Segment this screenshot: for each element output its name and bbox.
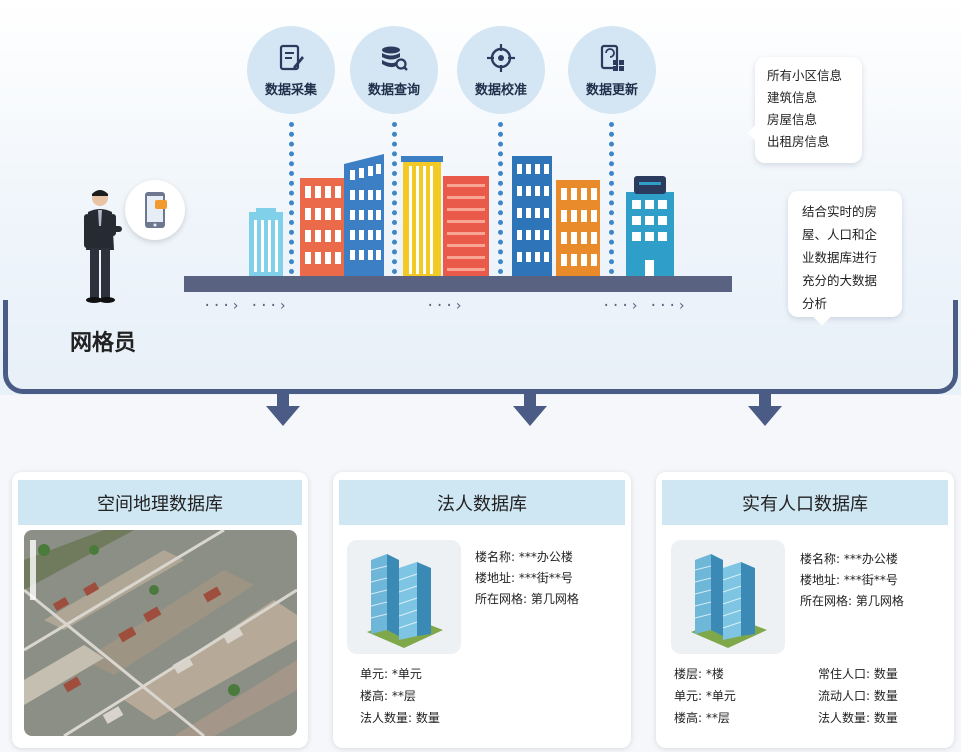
card-title: 实有人口数据库 bbox=[662, 480, 948, 525]
info-line: 楼名称: ***办公楼 bbox=[475, 547, 579, 568]
office-building-image bbox=[347, 540, 461, 654]
document-pen-icon bbox=[276, 43, 306, 73]
info-line: 常住人口: 数量 bbox=[818, 663, 898, 685]
step-label: 数据更新 bbox=[586, 79, 638, 98]
flow-arrows: ···› bbox=[426, 298, 464, 314]
callout-line: 充分的大数据 bbox=[802, 269, 888, 292]
callout-analysis: 结合实时的房 屋、人口和企 业数据库进行 充分的大数据 分析 bbox=[788, 191, 902, 317]
flow-arrows: ···› ···› bbox=[203, 298, 288, 314]
step-data-query[interactable]: 数据查询 bbox=[350, 26, 438, 114]
callout-line: 建筑信息 bbox=[767, 87, 850, 109]
card-title: 空间地理数据库 bbox=[18, 480, 302, 525]
population-count-info: 常住人口: 数量 流动人口: 数量 法人数量: 数量 bbox=[818, 663, 898, 729]
city-skyline-illustration bbox=[184, 150, 732, 280]
grid-worker-label: 网格员 bbox=[70, 325, 136, 357]
info-line: 法人数量: 数量 bbox=[360, 707, 440, 729]
info-line: 单元: *单元 bbox=[360, 663, 440, 685]
office-building-image bbox=[671, 540, 785, 654]
info-line: 楼地址: ***街**号 bbox=[475, 568, 579, 589]
card-title: 法人数据库 bbox=[339, 480, 625, 525]
database-search-icon bbox=[379, 43, 409, 73]
crosshair-target-icon bbox=[486, 43, 516, 73]
callout-line: 业数据库进行 bbox=[802, 246, 888, 269]
info-line: 楼名称: ***办公楼 bbox=[800, 549, 904, 570]
population-unit-info: 楼层: *楼 单元: *单元 楼高: **层 bbox=[674, 663, 736, 729]
info-line: 楼高: **层 bbox=[674, 707, 736, 729]
info-line: 楼地址: ***街**号 bbox=[800, 570, 904, 591]
callout-line: 所有小区信息 bbox=[767, 65, 850, 87]
info-line: 楼高: **层 bbox=[360, 685, 440, 707]
step-label: 数据查询 bbox=[368, 79, 420, 98]
legal-unit-info: 单元: *单元 楼高: **层 法人数量: 数量 bbox=[360, 663, 440, 729]
step-data-calibration[interactable]: 数据校准 bbox=[457, 26, 545, 114]
callout-info-list: 所有小区信息 建筑信息 房屋信息 出租房信息 bbox=[755, 57, 862, 163]
callout-line: 屋、人口和企 bbox=[802, 223, 888, 246]
ground-platform bbox=[184, 276, 732, 292]
callout-line: 房屋信息 bbox=[767, 109, 850, 131]
down-arrow bbox=[748, 394, 782, 428]
down-arrow bbox=[513, 394, 547, 428]
step-data-update[interactable]: 数据更新 bbox=[568, 26, 656, 114]
info-line: 法人数量: 数量 bbox=[818, 707, 898, 729]
down-arrow bbox=[266, 394, 300, 428]
info-line: 楼层: *楼 bbox=[674, 663, 736, 685]
smartphone-icon bbox=[125, 180, 185, 240]
step-data-collection[interactable]: 数据采集 bbox=[247, 26, 335, 114]
callout-line: 出租房信息 bbox=[767, 131, 850, 153]
step-label: 数据校准 bbox=[475, 79, 527, 98]
callout-line: 结合实时的房 bbox=[802, 200, 888, 223]
info-line: 流动人口: 数量 bbox=[818, 685, 898, 707]
info-line: 所在网格: 第几网格 bbox=[475, 589, 579, 610]
grid-worker-figure bbox=[80, 186, 126, 306]
refresh-document-icon bbox=[597, 43, 627, 73]
info-line: 所在网格: 第几网格 bbox=[800, 591, 904, 612]
flow-arrows: ···› ···› bbox=[602, 298, 687, 314]
aerial-city-map-image bbox=[24, 530, 297, 736]
legal-building-info: 楼名称: ***办公楼 楼地址: ***街**号 所在网格: 第几网格 bbox=[475, 547, 579, 610]
step-label: 数据采集 bbox=[265, 79, 317, 98]
callout-line: 分析 bbox=[802, 292, 888, 315]
population-building-info: 楼名称: ***办公楼 楼地址: ***街**号 所在网格: 第几网格 bbox=[800, 549, 904, 612]
info-line: 单元: *单元 bbox=[674, 685, 736, 707]
phone-bubble bbox=[125, 180, 185, 240]
